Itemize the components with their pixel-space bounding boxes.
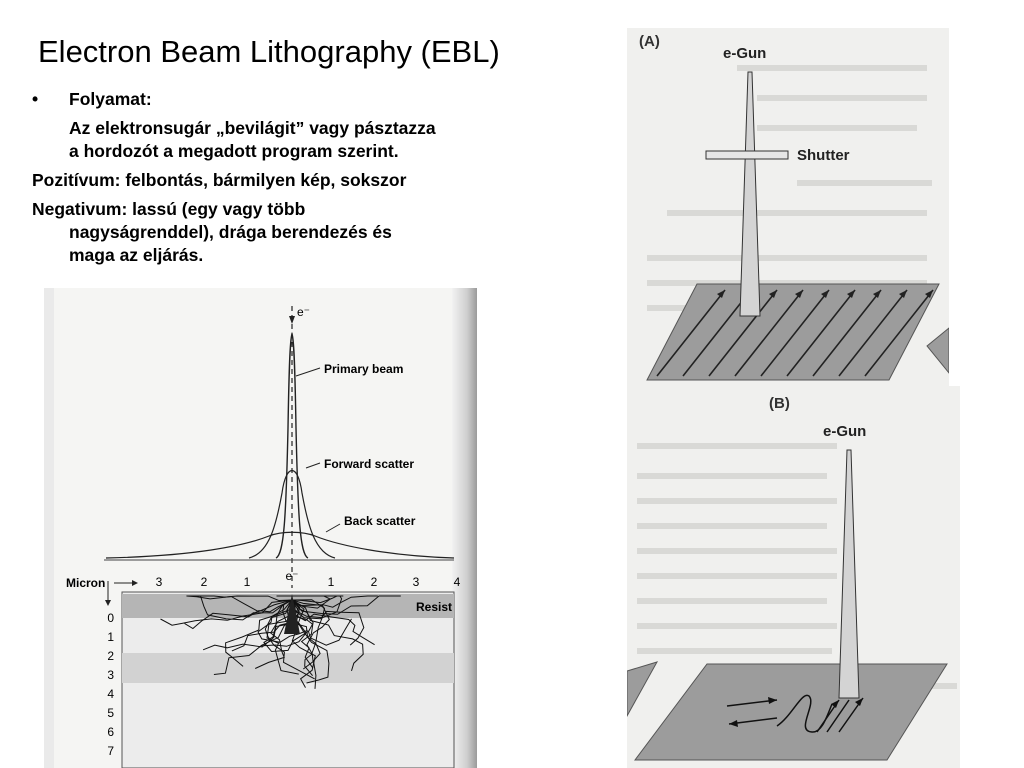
bleed-through-text-b	[637, 443, 957, 689]
bullet-item: • Folyamat:	[32, 88, 572, 111]
bullet-body-line1: Az elektronsugár „bevilágit” vagy pászta…	[69, 118, 436, 138]
x-tick-left-3: 3	[156, 575, 163, 589]
depth-tick-3: 3	[107, 668, 114, 682]
x-tick-right-2: 2	[371, 575, 378, 589]
vector-scan-arrowheads	[729, 697, 863, 727]
depth-tick-0: 0	[107, 611, 114, 625]
back-scatter-curve	[105, 531, 455, 559]
beam-arrowhead	[289, 316, 295, 324]
adjacent-plate-a	[926, 327, 949, 374]
negative-line3: maga az eljárás.	[69, 245, 204, 265]
electron-trajectory	[186, 595, 293, 602]
depth-tick-6: 6	[107, 725, 114, 739]
scatter-figure: e⁻ Primary beam Forward scatter Back sca…	[44, 288, 477, 768]
depth-tick-7: 7	[107, 744, 114, 758]
negative-line1: Negativum: lassú (egy vagy több	[32, 199, 306, 219]
positive-text: Pozitívum: felbontás, bármilyen kép, sok…	[32, 170, 407, 190]
primary-beam-label: Primary beam	[324, 362, 403, 376]
back-scatter-leader	[325, 523, 341, 533]
electron-trajectory	[291, 599, 330, 670]
resist-label: Resist	[416, 600, 452, 614]
forward-scatter-leader	[305, 462, 321, 469]
electron-trajectory	[291, 599, 326, 677]
primary-beam-leader	[295, 367, 321, 377]
e-gun-label-b: e-Gun	[823, 423, 866, 440]
adjacent-plate-b	[627, 661, 659, 718]
electron-trajectory	[257, 599, 308, 643]
electron-trajectory	[260, 599, 307, 647]
beam-entry-wedge	[284, 594, 300, 634]
electron-trajectory	[276, 595, 332, 609]
electron-trajectory	[225, 599, 293, 667]
micron-arrowhead	[132, 580, 138, 586]
electron-beam-a	[739, 71, 761, 317]
electron-trajectory	[199, 595, 293, 621]
x-tick-right-3: 3	[413, 575, 420, 589]
electron-trajectory	[291, 599, 365, 646]
page-left-shadow	[44, 288, 54, 768]
depth-tick-5: 5	[107, 706, 114, 720]
electron-trajectory	[160, 599, 293, 626]
x-tick-left-2: 2	[201, 575, 208, 589]
electron-trajectory	[291, 595, 344, 604]
electron-trajectory	[291, 599, 330, 684]
scan-figure-a-svg: (A) e-Gun Shutter	[627, 28, 949, 396]
bleed-through-text-a	[647, 65, 932, 311]
panel-a-label: (A)	[639, 33, 660, 50]
negative-line2: nagyságrenddel), drága berendezés és	[69, 222, 392, 242]
micron-label: Micron	[66, 576, 105, 590]
electron-trajectory	[291, 599, 352, 646]
beam-label-bottom: e⁻	[285, 569, 298, 583]
scan-figure-b: (B) e-Gun	[627, 386, 960, 768]
depth-tick-1: 1	[107, 630, 114, 644]
depth-tick-2: 2	[107, 649, 114, 663]
forward-scatter-curve	[248, 470, 336, 559]
electron-trajectory	[291, 599, 364, 672]
primary-beam-curve	[275, 331, 309, 559]
forward-scatter-label: Forward scatter	[324, 457, 414, 471]
shutter-label: Shutter	[797, 147, 850, 164]
scan-lines-a	[656, 289, 934, 377]
electron-trajectory	[291, 595, 401, 615]
scan-figure-b-svg: (B) e-Gun	[627, 386, 960, 768]
shutter-plate	[705, 150, 789, 160]
depth-arrowhead	[105, 600, 111, 606]
x-tick-right-1: 1	[328, 575, 335, 589]
electron-trajectory	[184, 599, 293, 630]
back-scatter-label: Back scatter	[344, 514, 416, 528]
bullet-body-line2: a hordozót a megadott program szerint.	[69, 141, 399, 161]
slide-body: • Folyamat: Az elektronsugár „bevilágit”…	[32, 88, 572, 267]
scan-figure-a: (A) e-Gun Shutter	[627, 28, 949, 396]
x-tick-right-4: 4	[454, 575, 461, 589]
scatter-figure-svg: e⁻ Primary beam Forward scatter Back sca…	[44, 288, 477, 768]
electron-trajectory	[231, 599, 299, 652]
panel-b-label: (B)	[769, 395, 790, 412]
e-gun-label-a: e-Gun	[723, 45, 766, 62]
bullet-heading: Folyamat:	[69, 89, 152, 109]
page-edge-shadow	[452, 288, 477, 768]
x-tick-left-1: 1	[244, 575, 251, 589]
bullet-dot: •	[32, 89, 39, 109]
depth-tick-4: 4	[107, 687, 114, 701]
slide-title: Electron Beam Lithography (EBL)	[38, 34, 500, 69]
electron-beam-b	[838, 449, 860, 699]
electron-trajectory	[291, 595, 378, 608]
beam-label-top: e⁻	[297, 305, 310, 319]
